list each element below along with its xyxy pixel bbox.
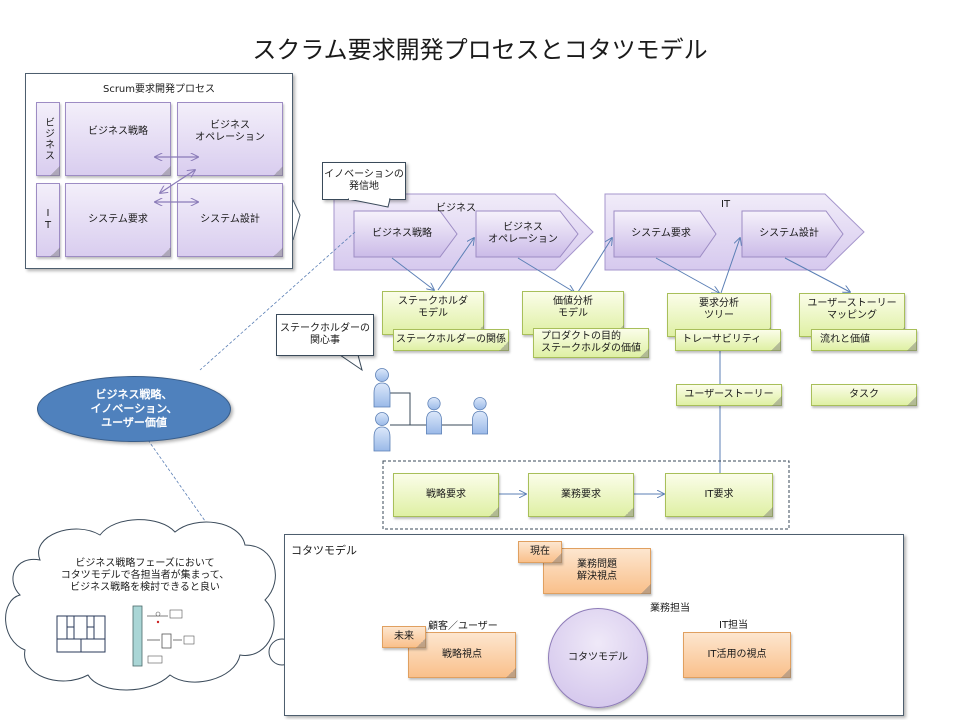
scrum-cell-business-strategy: ビジネス戦略 <box>65 102 171 176</box>
mini-board-icon <box>56 615 106 653</box>
strategy-perspective: 戦略視点 <box>408 632 516 678</box>
kotatsu-model-circle: コタツモデル <box>548 608 648 708</box>
customer-role-label: 顧客／ユーザー <box>428 621 498 632</box>
row-label-business: ビジネス <box>36 102 60 176</box>
it-group-label: IT <box>721 199 731 210</box>
business-operation-step-label: ビジネス オペレーション <box>488 222 558 245</box>
thought-cloud-shape <box>5 519 276 691</box>
thought-cloud-text: ビジネス戦略フェーズにおいて コタツモデルで各担当者が集まって、 ビジネス戦略を… <box>60 558 230 593</box>
artifact-value-analysis: 価値分析 モデル <box>522 291 624 335</box>
artifact-value-analysis-sub: プロダクトの目的 ステークホルダの価値 <box>533 328 649 358</box>
innovation-callout: イノベーションの 発信地 <box>322 162 406 200</box>
scrum-cell-system-requirements: システム要求 <box>65 183 171 257</box>
row-label-it: IT <box>36 183 60 257</box>
future-tag: 未来 <box>382 626 426 648</box>
stakeholder-person-icon <box>471 397 489 435</box>
current-tag: 現在 <box>518 541 562 563</box>
it-requirement: IT要求 <box>665 473 773 517</box>
scrum-box-title: Scrum要求開発プロセス <box>102 84 216 95</box>
page-title: スクラム要求開発プロセスとコタツモデル <box>252 36 708 64</box>
scrum-cell-business-operation: ビジネス オペレーション <box>177 102 283 176</box>
stakeholder-person-icon <box>373 368 391 408</box>
business-value-ellipse: ビジネス戦略、 イノベーション、 ユーザー価値 <box>37 376 231 442</box>
business-requirement: 業務要求 <box>528 473 634 517</box>
system-design-step-label: システム設計 <box>759 228 819 239</box>
artifact-requirement-tree-sub: トレーサビリティ <box>675 329 781 351</box>
artifact-story-mapping-sub: 流れと価値 <box>811 329 917 351</box>
business-group-label: ビジネス <box>436 203 476 214</box>
system-requirements-step-label: システム要求 <box>631 228 691 239</box>
artifact-stakeholder-model-sub: ステークホルダーの関係 <box>393 329 509 351</box>
scrum-cell-system-design: システム設計 <box>177 183 283 257</box>
strategy-requirement: 戦略要求 <box>393 473 499 517</box>
business-role-label: 業務担当 <box>650 603 690 614</box>
stakeholder-person-icon <box>425 397 443 435</box>
kotatsu-frame-title: コタツモデル <box>291 544 357 557</box>
scrum-box-notch <box>292 199 301 241</box>
it-role-label: IT担当 <box>719 620 749 631</box>
business-strategy-step-label: ビジネス戦略 <box>372 228 432 239</box>
user-story-box: ユーザーストーリー <box>676 384 782 406</box>
it-perspective: IT活用の視点 <box>683 632 791 678</box>
stakeholder-person-icon <box>373 412 391 452</box>
task-box: タスク <box>811 384 917 406</box>
mini-diagram-icon <box>132 605 195 667</box>
stakeholder-callout: ステークホルダーの 関心事 <box>276 314 374 356</box>
